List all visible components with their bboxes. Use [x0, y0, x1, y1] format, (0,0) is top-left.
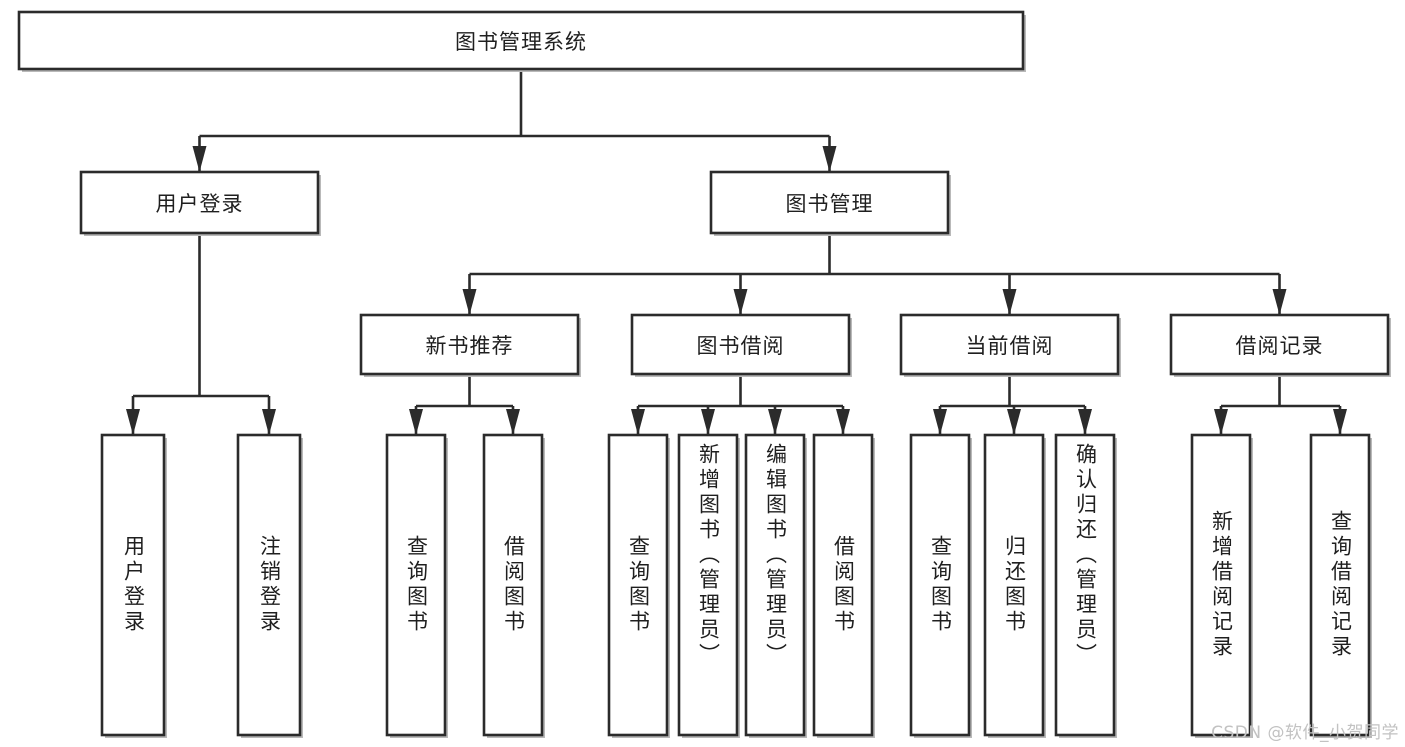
node-box-records[interactable]: [1169, 313, 1390, 376]
node-box-login[interactable]: [79, 170, 320, 235]
node-box-leaf-user-login[interactable]: [100, 433, 166, 737]
node-box-leaf-query-record[interactable]: [1309, 433, 1371, 737]
node-box-leaf-confirm-return-admin[interactable]: [1054, 433, 1116, 737]
node-box-bookmgmt[interactable]: [709, 170, 950, 235]
node-box-root[interactable]: [17, 10, 1025, 71]
connector-group: [126, 233, 276, 435]
node-box-current[interactable]: [899, 313, 1120, 376]
node-box-leaf-query-book-1[interactable]: [385, 433, 447, 737]
node-box-leaf-query-book-3[interactable]: [909, 433, 971, 737]
connector-group: [409, 374, 520, 435]
node-box-leaf-borrow-book-2[interactable]: [812, 433, 874, 737]
watermark: CSDN @软件_小贺同学: [1211, 723, 1399, 743]
node-box-leaf-query-book-2[interactable]: [607, 433, 669, 737]
node-layer: [17, 10, 1391, 738]
node-box-leaf-edit-book-admin[interactable]: [744, 433, 806, 737]
node-box-newbook[interactable]: [359, 313, 580, 376]
connector-group: [933, 374, 1092, 435]
connector-group: [462, 233, 1287, 315]
node-box-leaf-add-book-admin[interactable]: [677, 433, 739, 737]
node-box-borrow[interactable]: [630, 313, 851, 376]
connector-group: [192, 69, 837, 172]
connector-group: [631, 374, 850, 435]
connector-layer: [126, 69, 1347, 435]
node-box-leaf-return-book[interactable]: [983, 433, 1045, 737]
node-box-leaf-borrow-book-1[interactable]: [482, 433, 544, 737]
node-box-leaf-add-record[interactable]: [1190, 433, 1252, 737]
node-box-leaf-logout[interactable]: [236, 433, 302, 737]
connector-group: [1214, 374, 1347, 435]
